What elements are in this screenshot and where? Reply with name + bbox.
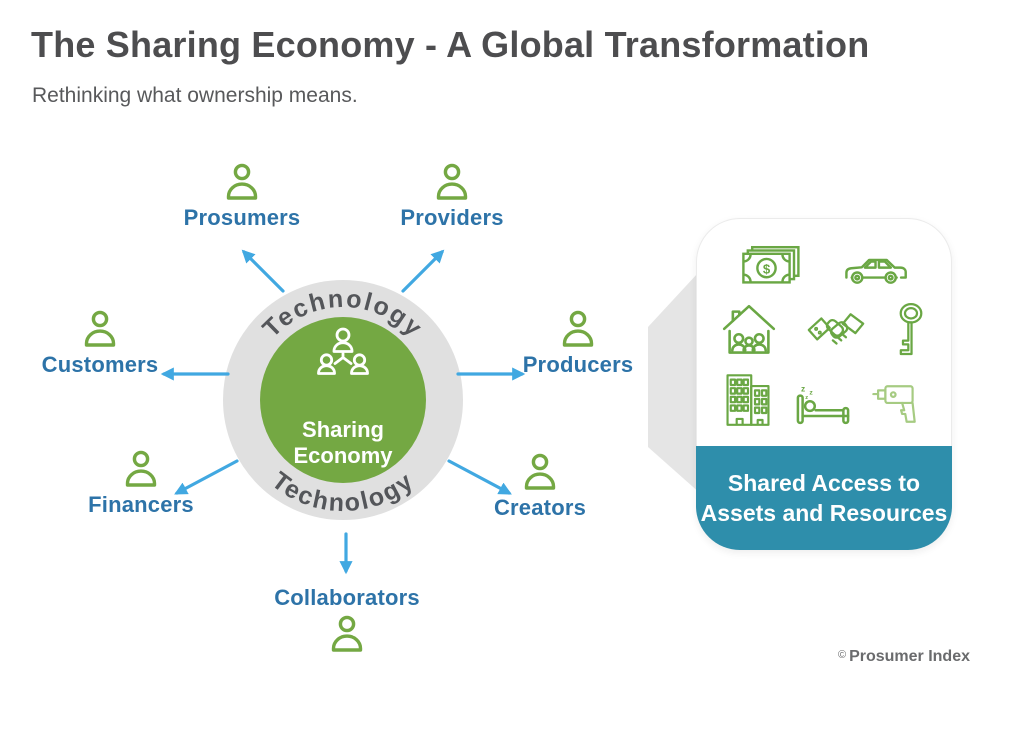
car-icon — [845, 258, 907, 284]
stakeholder-label: Creators — [493, 495, 587, 520]
svg-text:z: z — [805, 395, 808, 401]
stakeholder-collaborators: Collaborators — [274, 585, 420, 654]
arrow-to-financers — [174, 459, 239, 495]
panel-caption-line2: Assets and Resources — [700, 500, 948, 526]
stakeholder-financers: Financers — [71, 449, 211, 518]
stakeholder-label: Providers — [400, 205, 504, 230]
callout-wedge — [648, 260, 710, 502]
key-icon — [899, 302, 923, 356]
stakeholder-label: Producers — [522, 352, 634, 377]
money-icon: $ — [742, 245, 800, 284]
svg-text:z: z — [801, 383, 805, 393]
svg-text:$: $ — [763, 262, 771, 277]
person-icon — [326, 614, 368, 654]
svg-text:z: z — [809, 390, 813, 397]
page-title: The Sharing Economy - A Global Transform… — [31, 24, 870, 65]
people-network-icon — [317, 327, 369, 375]
stakeholder-label: Financers — [88, 492, 194, 517]
credit: ©Prosumer Index — [830, 648, 970, 666]
arrow-to-prosumers — [241, 249, 285, 293]
person-icon — [79, 309, 121, 349]
hub-center-line2: Economy — [293, 443, 393, 468]
panel-caption: Shared Access to Assets and Resources — [696, 446, 952, 550]
stakeholder-creators: Creators — [470, 452, 610, 521]
hub-center-line1: Sharing — [302, 417, 384, 442]
hub-center-label: Sharing Economy — [273, 417, 413, 469]
copyright-icon: © — [837, 649, 847, 661]
stakeholder-producers: Producers — [508, 309, 648, 378]
panel-caption-line1: Shared Access to — [727, 470, 921, 496]
drill-icon — [872, 385, 916, 423]
person-icon — [519, 452, 561, 492]
asset-icons: $ — [697, 219, 951, 427]
person-icon — [557, 309, 599, 349]
stakeholder-providers: Providers — [382, 162, 522, 231]
sharing-economy-circle — [260, 317, 426, 483]
building-icon — [726, 374, 770, 426]
page-subtitle: Rethinking what ownership means. — [32, 84, 358, 107]
person-icon — [221, 162, 263, 202]
arrow-to-providers — [401, 249, 445, 293]
person-icon — [431, 162, 473, 202]
stakeholder-customers: Customers — [30, 309, 170, 378]
arrow-to-creators — [447, 459, 512, 495]
bed-icon: z z z — [796, 383, 850, 425]
stakeholder-label: Customers — [41, 352, 159, 377]
stakeholder-label: Collaborators — [274, 585, 420, 610]
stakeholder-prosumers: Prosumers — [172, 162, 312, 231]
stakeholder-label: Prosumers — [183, 205, 301, 230]
shared-access-panel: $ — [696, 218, 952, 550]
person-icon — [120, 449, 162, 489]
handshake-icon — [807, 313, 865, 345]
house-sharing-icon — [722, 304, 776, 354]
credit-text: Prosumer Index — [849, 648, 970, 665]
